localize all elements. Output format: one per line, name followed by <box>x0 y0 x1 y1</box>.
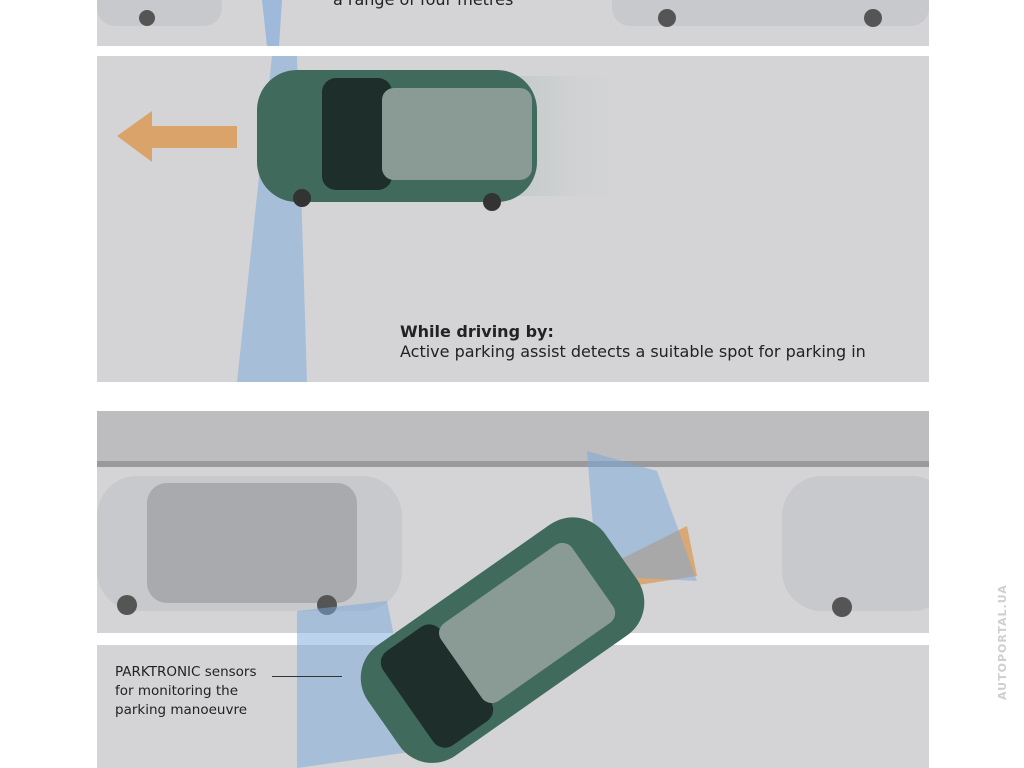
label-line: parking manoeuvre <box>115 702 248 718</box>
windscreen <box>322 78 392 190</box>
wheel <box>293 189 311 207</box>
caption: While driving by: Active parking assist … <box>400 322 866 362</box>
windscreen <box>380 624 494 748</box>
roof <box>147 483 357 603</box>
driving-by-illustration <box>117 56 637 382</box>
wheel <box>483 193 501 211</box>
caption-text: Active parking assist detects a suitable… <box>400 342 866 361</box>
roof <box>439 542 616 704</box>
wheel <box>117 595 137 615</box>
sensor-beam <box>262 0 282 46</box>
panel-parking-manoeuvre: PARKTRONIC sensors for monitoring the pa… <box>97 411 929 768</box>
wheel <box>864 9 882 27</box>
panel-driving-by: While driving by: Active parking assist … <box>97 56 929 382</box>
label-line: for monitoring the <box>115 683 238 699</box>
kerb-line <box>97 461 929 467</box>
watermark: AUTOPORTAL.UA <box>996 584 1009 700</box>
roof <box>382 88 532 180</box>
wheel <box>832 597 852 617</box>
panel-top-illustration <box>97 0 929 46</box>
caption-title: While driving by: <box>400 322 554 341</box>
wheel <box>658 9 676 27</box>
parked-car-right <box>612 0 929 26</box>
parked-car-right <box>782 476 929 611</box>
parktronic-label: PARKTRONIC sensors for monitoring the pa… <box>115 663 257 720</box>
wheel <box>139 10 155 26</box>
green-car-parking <box>360 517 645 763</box>
panel-top-cropped: a range of four metres <box>97 0 929 46</box>
parking-illustration <box>97 411 929 768</box>
label-line: PARKTRONIC sensors <box>115 664 257 680</box>
caption-fragment: a range of four metres <box>333 0 513 10</box>
parked-car-left <box>97 0 222 26</box>
direction-arrow-left <box>117 111 237 162</box>
leader-line <box>272 676 342 677</box>
kerb <box>97 411 929 461</box>
